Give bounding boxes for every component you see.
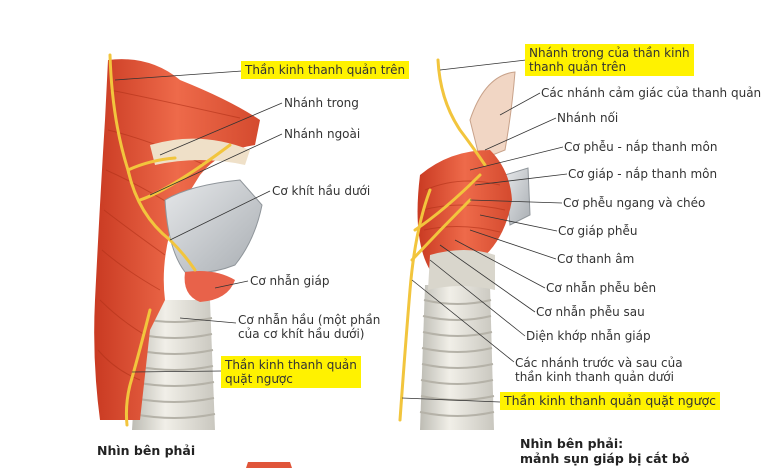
- right-caption-line1: Nhìn bên phải:: [520, 436, 624, 451]
- label-superior-laryngeal-nerve: Thần kinh thanh quản trên: [241, 61, 410, 79]
- left-specimen: [94, 53, 263, 430]
- label-cricopharyngeus-line1: Cơ nhẫn hầu (một phần: [238, 313, 381, 327]
- left-cricothyroid-muscle: [184, 271, 235, 302]
- left-trachea: [132, 300, 216, 430]
- right-caption-line2: mảnh sụn giáp bị cắt bỏ: [520, 451, 690, 466]
- right-caption: Nhìn bên phải: mảnh sụn giáp bị cắt bỏ: [520, 436, 689, 466]
- bottom-fragment: [246, 462, 292, 468]
- label-anterior-posterior-branches-line1: Các nhánh trước và sau của: [515, 356, 683, 370]
- right-cricoid: [428, 250, 495, 290]
- right-epiglottis: [469, 71, 516, 161]
- right-posterior-branch-nerve: [413, 173, 482, 232]
- label-anterior-posterior-branches-line2: thần kinh thanh quản dưới: [515, 370, 674, 384]
- label-anterior-posterior-branches: Các nhánh trước và sau của thần kinh tha…: [515, 356, 683, 384]
- label-recurrent-laryngeal-right: Thần kinh thanh quản quặt ngược: [500, 392, 721, 410]
- left-recurrent-nerve: [124, 308, 152, 427]
- left-superior-laryngeal-nerve: [108, 53, 197, 272]
- label-external-branch: Nhánh ngoài: [284, 127, 361, 141]
- right-laryngeal-muscles: [417, 150, 512, 272]
- right-trachea: [419, 285, 495, 430]
- right-anterior-branch-nerve: [410, 198, 472, 262]
- label-inferior-pharyngeal-constrictor: Cơ khít hầu dưới: [272, 184, 371, 198]
- label-posterior-cricoarytenoid: Cơ nhẫn phễu sau: [536, 305, 645, 319]
- label-lateral-cricoarytenoid: Cơ nhẫn phễu bên: [546, 281, 657, 295]
- label-cricopharyngeus: Cơ nhẫn hầu (một phần của cơ khít hầu dư…: [238, 313, 380, 341]
- label-internal-branch-sln-line1: Nhánh trong của thần kinh: [529, 46, 690, 60]
- label-recurrent-laryngeal-line2: quặt ngược: [225, 372, 293, 386]
- right-specimen: [398, 58, 531, 430]
- label-thyroepiglottic: Cơ giáp - nắp thanh môn: [568, 167, 718, 181]
- label-cricothyroid-joint: Diện khớp nhẫn giáp: [526, 329, 651, 343]
- left-thyroid-cartilage: [164, 179, 263, 274]
- right-recurrent-nerve: [398, 188, 432, 422]
- label-communicating-branch: Nhánh nối: [557, 111, 619, 125]
- label-internal-branch-sln-line2: thanh quản trên: [529, 60, 627, 74]
- label-arytenoid: Cơ phễu ngang và chéo: [563, 196, 706, 210]
- left-internal-branch-nerve: [126, 156, 177, 172]
- leader-lines: [114, 59, 568, 403]
- label-internal-branch-sln: Nhánh trong của thần kinh thanh quản trê…: [525, 44, 694, 76]
- label-cricopharyngeus-line2: của cơ khít hầu dưới): [238, 327, 365, 341]
- label-thyroarytenoid: Cơ giáp phễu: [558, 224, 638, 238]
- label-recurrent-laryngeal: Thần kinh thanh quản quặt ngược: [221, 356, 361, 388]
- label-vocalis: Cơ thanh âm: [557, 252, 635, 266]
- label-sensory-branches: Các nhánh cảm giác của thanh quản: [541, 86, 762, 100]
- label-aryepiglottic: Cơ phễu - nắp thanh môn: [564, 140, 718, 154]
- label-recurrent-laryngeal-line1: Thần kinh thanh quản: [225, 358, 357, 372]
- left-external-branch-nerve: [138, 143, 232, 202]
- left-caption: Nhìn bên phải: [97, 443, 196, 458]
- label-cricothyroid: Cơ nhẫn giáp: [250, 274, 330, 288]
- right-internal-branch-nerve: [436, 58, 487, 167]
- label-internal-branch: Nhánh trong: [284, 96, 359, 110]
